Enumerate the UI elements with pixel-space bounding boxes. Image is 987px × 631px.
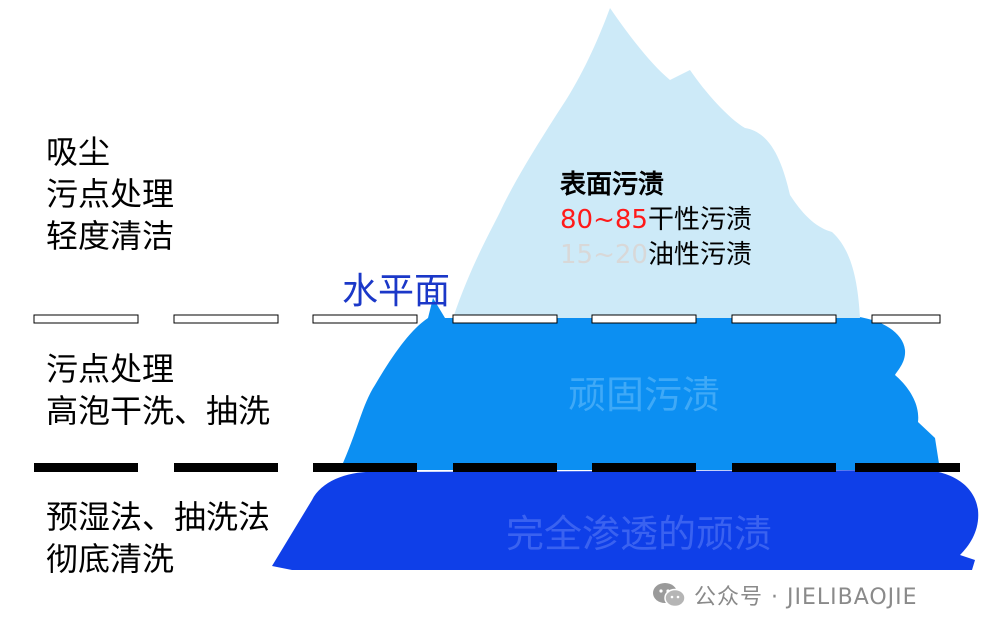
deep-stains-label: 完全渗透的顽渍 (506, 512, 773, 556)
wechat-icon (653, 583, 686, 608)
depth-line (34, 463, 960, 472)
oil-stains-label: 油性污渍 (647, 240, 752, 270)
oil-stains-line: 15~20油性污渍 (560, 234, 752, 271)
stubborn-stains-label: 顽固污渍 (568, 373, 721, 417)
iceberg-bottom-zone (272, 470, 979, 570)
middle-methods: 污点处理 高泡干洗、抽洗 (46, 348, 270, 432)
waterline-label: 水平面 (342, 271, 451, 312)
bottom-methods: 预湿法、抽洗法 彻底清洗 (46, 496, 270, 580)
watermark: 公众号 · JIELIBAOJIE (652, 579, 918, 611)
iceberg-middle-zone (340, 298, 940, 470)
watermark-text: 公众号 · JIELIBAOJIE (694, 585, 918, 610)
dry-stains-percent: 80~85 (560, 205, 648, 235)
above-water-methods: 吸尘 污点处理 轻度清洁 (46, 131, 174, 257)
method-label: 预湿法、抽洗法 (46, 498, 271, 536)
method-label: 高泡干洗、抽洗 (46, 392, 271, 430)
method-label: 污点处理 (46, 350, 175, 388)
method-label: 吸尘 (46, 133, 111, 171)
waterline (33, 314, 941, 324)
iceberg-tip-zone (453, 8, 860, 318)
dry-stains-line: 80~85干性污渍 (560, 199, 752, 236)
method-label: 轻度清洁 (46, 217, 175, 255)
surface-stains-title: 表面污渍 (560, 170, 665, 200)
dry-stains-label: 干性污渍 (647, 205, 752, 235)
oil-stains-percent: 15~20 (560, 240, 648, 270)
method-label: 污点处理 (46, 175, 175, 213)
method-label: 彻底清洗 (46, 540, 175, 578)
